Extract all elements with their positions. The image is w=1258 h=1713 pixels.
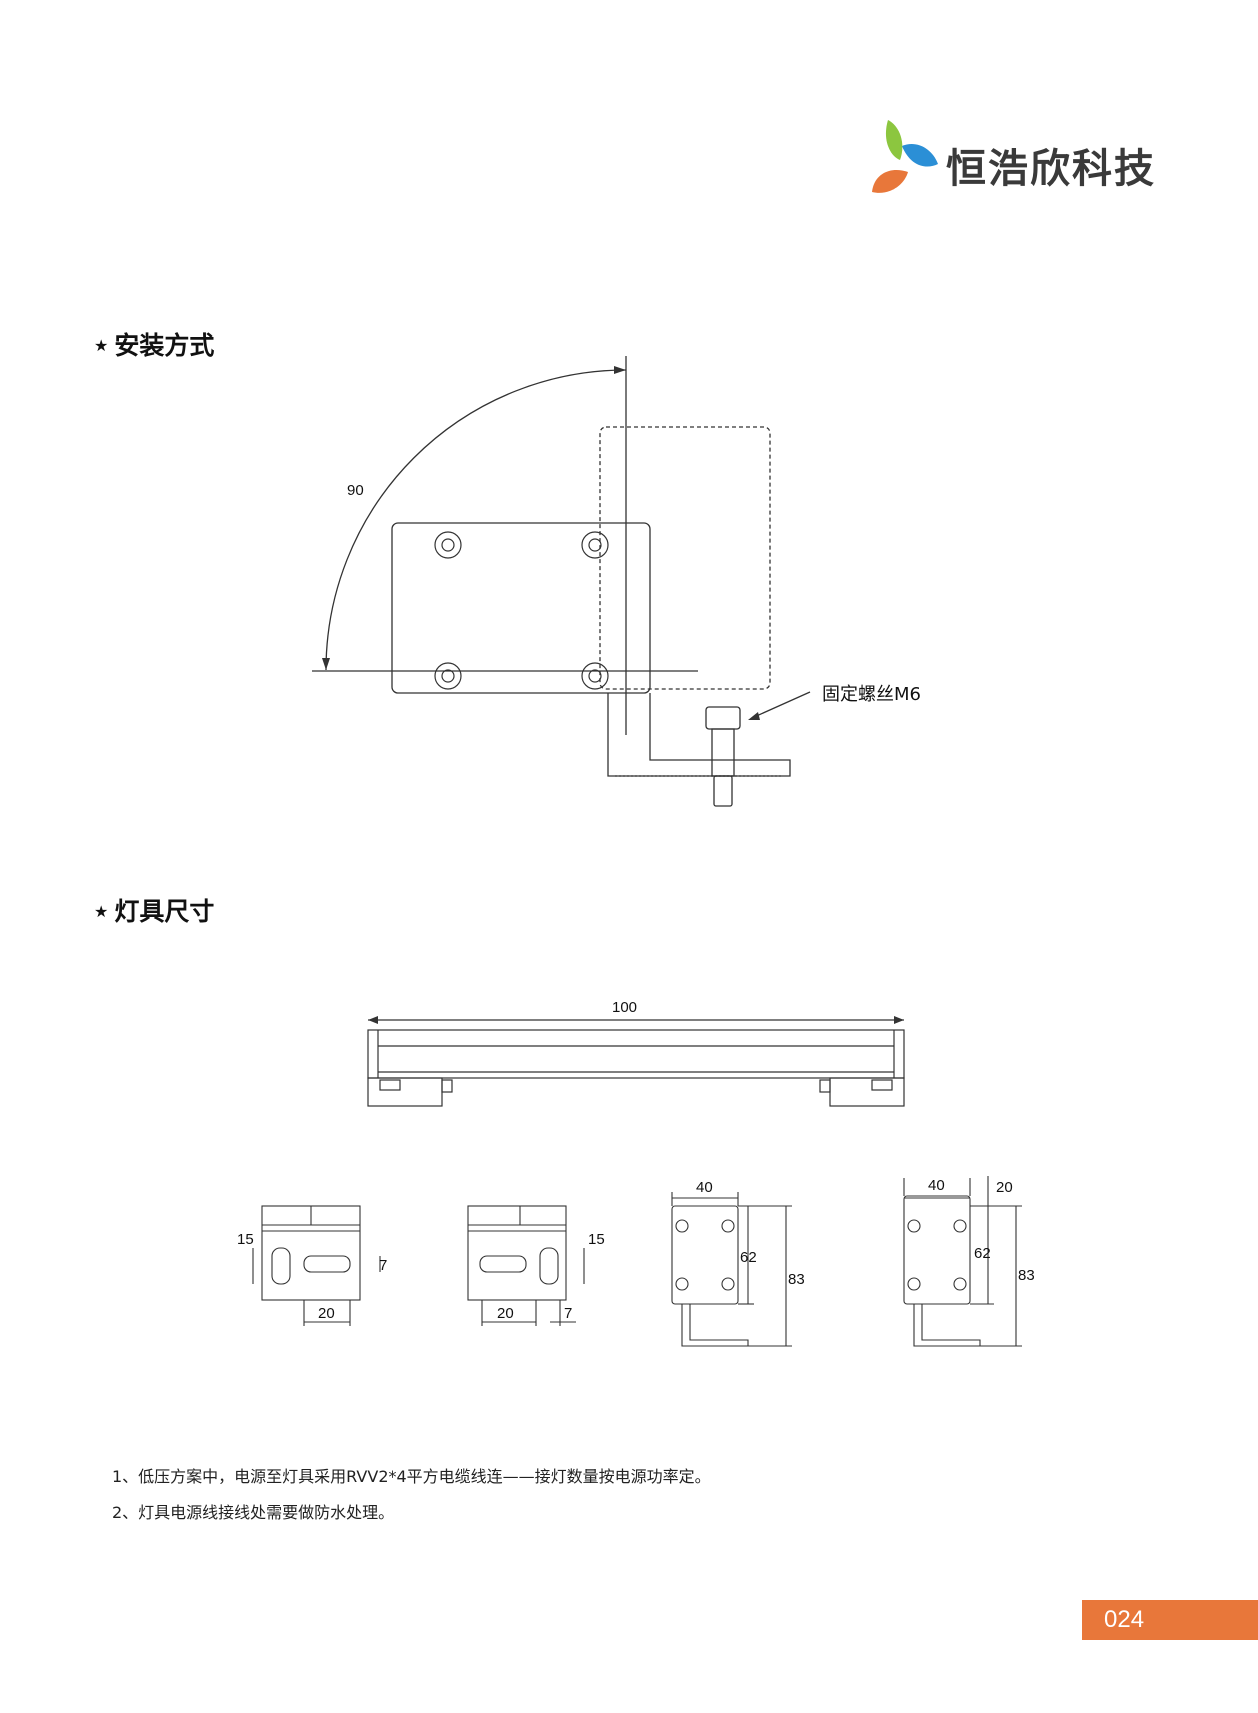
angle-label: 90 xyxy=(347,482,364,499)
star-icon: ★ xyxy=(94,336,109,355)
end-view-c xyxy=(671,1192,792,1347)
view-a-slot: 7 xyxy=(379,1257,387,1274)
length-label: 100 xyxy=(612,999,637,1016)
view-c-total-height: 83 xyxy=(788,1271,805,1288)
view-d-inner-height: 62 xyxy=(974,1245,991,1262)
view-d-top: 20 xyxy=(996,1179,1013,1196)
view-d-total-height: 83 xyxy=(1018,1267,1035,1284)
dimensions-section-title: ★ 灯具尺寸 xyxy=(94,892,214,928)
note-2: 2、灯具电源线接线处需要做防水处理。 xyxy=(112,1503,395,1522)
end-view-b xyxy=(467,1205,585,1326)
side-view xyxy=(367,1016,905,1107)
view-d-width: 40 xyxy=(928,1177,945,1194)
view-c-width: 40 xyxy=(696,1179,713,1196)
view-c-inner-height: 62 xyxy=(740,1249,757,1266)
fixture-rotated-outline xyxy=(599,426,771,690)
view-b-slot: 7 xyxy=(564,1305,572,1322)
page-number: 024 xyxy=(1082,1600,1258,1640)
fixture-body xyxy=(391,522,651,694)
dimensions-title-text: 灯具尺寸 xyxy=(114,897,215,926)
end-view-d xyxy=(903,1176,1022,1347)
logo-mark-icon xyxy=(872,120,938,193)
note-1: 1、低压方案中，电源至灯具采用RVV2*4平方电缆线连——接灯数量按电源功率定。 xyxy=(112,1467,711,1486)
installation-title-text: 安装方式 xyxy=(114,331,215,360)
brand-name: 恒浩欣科技 xyxy=(946,146,1156,192)
end-view-a xyxy=(252,1205,381,1326)
rotation-arc xyxy=(325,369,627,671)
screw-callout: 固定螺丝M6 xyxy=(822,684,921,705)
brand-logo: 恒浩欣科技 xyxy=(866,116,1166,206)
view-b-width: 20 xyxy=(497,1305,514,1322)
star-icon: ★ xyxy=(94,902,109,921)
view-b-height: 15 xyxy=(588,1231,605,1248)
view-a-width: 20 xyxy=(318,1305,335,1322)
view-a-height: 15 xyxy=(237,1231,254,1248)
installation-section-title: ★ 安装方式 xyxy=(94,326,214,362)
